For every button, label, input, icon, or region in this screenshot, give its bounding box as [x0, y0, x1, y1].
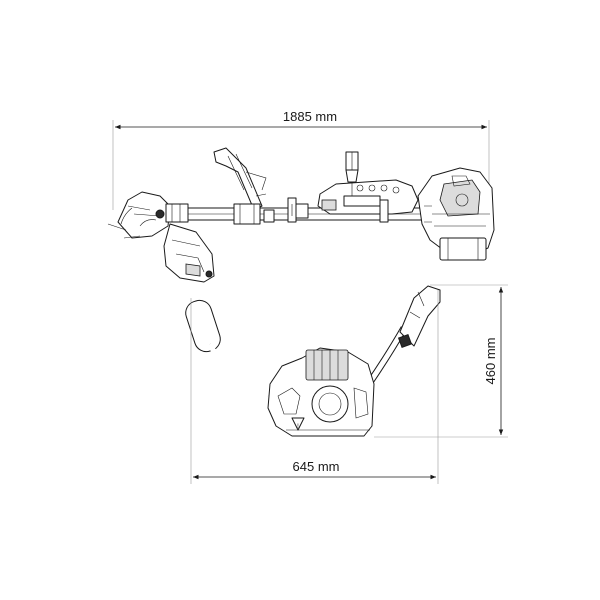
- harness-mount: [345, 151, 359, 196]
- left-grip: [185, 299, 269, 399]
- front-handle: [213, 147, 275, 225]
- svg-text:!: !: [297, 424, 299, 430]
- handle-width-dimension: 645 mm: [190, 290, 439, 484]
- handle-height-dimension: 460 mm: [374, 284, 508, 438]
- engine-side: [417, 167, 495, 261]
- blade-guard: [163, 223, 215, 283]
- handle-width-label: 645 mm: [293, 459, 340, 474]
- overall-length-label: 1885 mm: [283, 109, 337, 124]
- trimmer-head: [107, 191, 189, 239]
- engine-front: !: [267, 347, 375, 437]
- front-view: !: [185, 285, 441, 437]
- right-grip: [363, 285, 441, 390]
- rear-handle: [317, 179, 419, 223]
- side-view: [107, 147, 495, 283]
- handle-height-label: 460 mm: [483, 338, 498, 385]
- overall-length-dimension: 1885 mm: [112, 109, 490, 210]
